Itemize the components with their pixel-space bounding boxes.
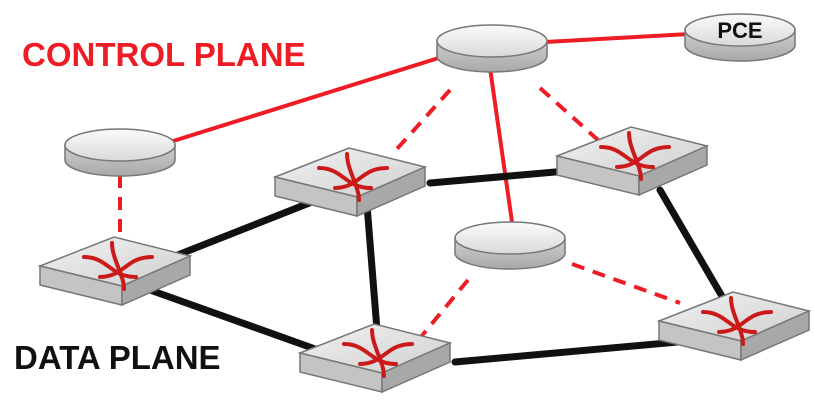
- control-switch-links: [118, 86, 681, 340]
- data-link-sw-left-to-sw-upper-left: [156, 194, 326, 266]
- link-ctrl-top-to-pce: [544, 32, 691, 44]
- data-link-sw-bottom-to-sw-right: [451, 336, 704, 366]
- pce-label: PCE: [717, 18, 762, 43]
- controller-ctrl-top: [436, 24, 548, 73]
- switch-sw-upper-right: [554, 126, 710, 197]
- data-link-sw-upper-left-to-sw-upper-right: [426, 166, 582, 187]
- link-ctrl-top-to-ctrl-left: [169, 54, 446, 144]
- data-link-sw-left-to-sw-bottom: [146, 286, 322, 354]
- dashed-ctrl-middle-to-sw-bottom: [418, 278, 470, 340]
- dashed-ctrl-middle-to-sw-right: [571, 262, 681, 305]
- dashed-ctrl-top-to-sw-upper-left: [394, 88, 452, 152]
- control-plane-label: CONTROL PLANE: [22, 36, 306, 73]
- switch-sw-upper-left: [272, 147, 428, 218]
- controller-pce: PCE: [684, 13, 796, 62]
- data-link-sw-upper-left-to-sw-bottom: [363, 201, 381, 334]
- switch-sw-right: [656, 291, 812, 362]
- controller-ctrl-middle: [454, 221, 566, 270]
- dashed-ctrl-top-to-sw-upper-right: [538, 86, 600, 142]
- data-links: [146, 166, 734, 366]
- switch-sw-bottom: [297, 323, 453, 394]
- link-ctrl-top-to-ctrl-middle: [488, 67, 514, 223]
- controller-ctrl-left: [64, 128, 176, 177]
- control-links: [169, 32, 691, 223]
- switch-sw-left: [37, 236, 193, 307]
- data-plane-label: DATA PLANE: [14, 339, 221, 376]
- data-link-sw-upper-right-to-sw-right: [656, 186, 734, 314]
